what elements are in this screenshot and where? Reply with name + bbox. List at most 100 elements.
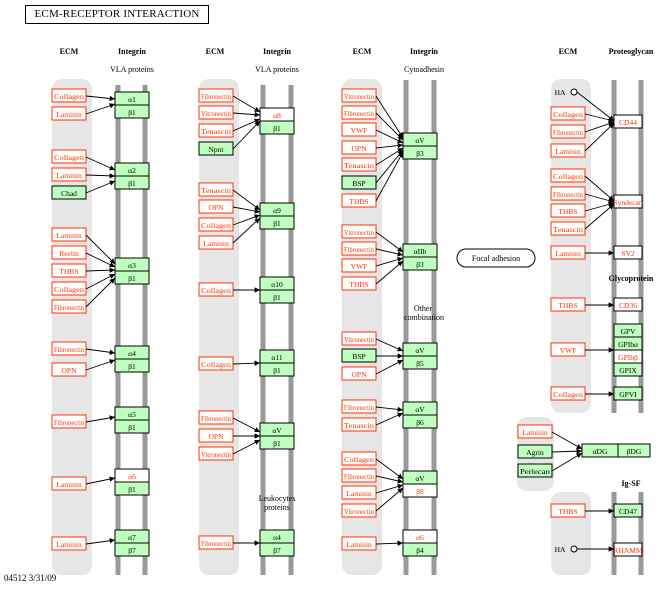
interaction-arrow — [551, 431, 583, 450]
ligand-tenascin-box[interactable] — [198, 123, 234, 138]
receptor-box[interactable] — [613, 503, 643, 518]
ligand-opn-box[interactable] — [198, 199, 234, 214]
receptor-box[interactable] — [114, 542, 150, 557]
ligand-fibronectin-box[interactable] — [198, 88, 234, 103]
receptor-box[interactable] — [259, 542, 295, 557]
ligand-vitronectin-box[interactable] — [341, 88, 377, 103]
ligand-opn-box[interactable] — [51, 362, 87, 377]
ligand-vitronectin-box[interactable] — [198, 105, 234, 120]
ligand-opn-box[interactable] — [198, 428, 234, 443]
ligand-collagen-box[interactable] — [550, 106, 586, 121]
interaction-arrow — [85, 277, 116, 308]
receptor-box[interactable] — [259, 435, 295, 450]
receptor-box[interactable] — [402, 483, 438, 498]
ligand-laminin-box[interactable] — [550, 245, 586, 260]
ligand-reelin-box[interactable] — [51, 245, 87, 260]
receptor-box[interactable] — [402, 414, 438, 429]
ligand-fibronectin-box[interactable] — [198, 535, 234, 550]
ligand-collagen-box[interactable] — [550, 386, 586, 401]
ligand-laminin-box[interactable] — [51, 227, 87, 242]
ligand-vitronectin-box[interactable] — [341, 224, 377, 239]
ligand-agrin-box[interactable] — [517, 444, 553, 459]
ligand-collagen-label: Collagen — [201, 360, 231, 369]
receptor-box[interactable] — [402, 256, 438, 271]
receptor-box[interactable] — [402, 355, 438, 370]
receptor-b1-label: β1 — [273, 366, 281, 375]
receptor-box[interactable] — [259, 289, 295, 304]
ligand-fibronectin-box[interactable] — [550, 124, 586, 139]
ligand-laminin-box[interactable] — [51, 536, 87, 551]
interaction-arrow — [375, 540, 404, 546]
ligand-collagen-box[interactable] — [198, 282, 234, 297]
receptor-box[interactable] — [402, 542, 438, 557]
ligand-collagen-box[interactable] — [198, 217, 234, 232]
receptor-box[interactable] — [613, 386, 643, 401]
ligand-fibronectin-box[interactable] — [550, 186, 586, 201]
receptor-a7-label: α7 — [128, 533, 136, 542]
ligand-fibronectin-box[interactable] — [51, 414, 87, 429]
focal-adhesion-link[interactable] — [456, 248, 536, 268]
receptor-box[interactable] — [613, 194, 643, 209]
ligand-tenascin-label: Tenascin — [344, 421, 374, 430]
ligand-bsp-box[interactable] — [341, 348, 377, 363]
ligand-thbs-box[interactable] — [550, 503, 586, 518]
ligand-chad-box[interactable] — [51, 185, 87, 200]
ligand-collagen-box[interactable] — [51, 149, 87, 164]
ligand-laminin-box[interactable] — [51, 476, 87, 491]
interaction-arrow — [85, 103, 116, 115]
receptor-box[interactable] — [613, 245, 643, 260]
ligand-collagen-box[interactable] — [51, 88, 87, 103]
receptor-box[interactable] — [114, 175, 150, 190]
ligand-collagen-box[interactable] — [550, 168, 586, 183]
ligand-vwf-box[interactable] — [341, 258, 377, 273]
receptor-box[interactable] — [613, 362, 643, 377]
ligand-fibronectin-box[interactable] — [341, 241, 377, 256]
group-label: VLA proteins — [110, 65, 154, 74]
ligand-thbs-box[interactable] — [550, 297, 586, 312]
ligand-fibronectin-box[interactable] — [198, 410, 234, 425]
ligand-fibronectin-box[interactable] — [341, 105, 377, 120]
membrane-bar — [611, 492, 617, 575]
receptor-box[interactable] — [114, 419, 150, 434]
receptor-box[interactable] — [114, 270, 150, 285]
receptor-box[interactable] — [613, 297, 643, 312]
ligand-laminin-label: Laminin — [203, 239, 229, 248]
receptor-bdg-box[interactable] — [617, 443, 651, 458]
interaction-arrow — [375, 475, 404, 484]
ligand-vitronectin-box[interactable] — [341, 331, 377, 346]
ligand-tenascin-box[interactable] — [341, 417, 377, 432]
ligand-opn-box[interactable] — [341, 140, 377, 155]
interaction-arrow — [375, 142, 404, 149]
ligand-thbs-box[interactable] — [550, 203, 586, 218]
ligand-vwf-box[interactable] — [341, 122, 377, 137]
receptor-box[interactable] — [114, 358, 150, 373]
ligand-fibronectin-box[interactable] — [341, 399, 377, 414]
ligand-thbs-box[interactable] — [51, 263, 87, 278]
ligand-collagen-box[interactable] — [341, 451, 377, 466]
receptor-b1-label: β1 — [128, 423, 136, 432]
ligand-fibronectin-box[interactable] — [341, 468, 377, 483]
ligand-tenascin-box[interactable] — [198, 182, 234, 197]
ligand-laminin-box[interactable] — [51, 167, 87, 182]
receptor-box[interactable] — [613, 114, 643, 129]
ligand-collagen-box[interactable] — [198, 356, 234, 371]
ligand-vitronectin-label: Vitronectin — [344, 335, 374, 344]
ligand-laminin-box[interactable] — [341, 536, 377, 551]
ligand-vwf-label: VWF — [351, 262, 368, 271]
interaction-arrow — [375, 256, 404, 267]
ligand-vwf-box[interactable] — [550, 342, 586, 357]
receptor-a2-label: α2 — [128, 166, 136, 175]
receptor-box[interactable] — [114, 481, 150, 496]
receptor-aV-label: αV — [415, 136, 425, 145]
ligand-reelin-label: Reelin — [59, 249, 79, 258]
receptor-box[interactable] — [259, 215, 295, 230]
ligand-laminin-box[interactable] — [51, 106, 87, 121]
ligand-laminin-box[interactable] — [341, 485, 377, 500]
ligand-fibronectin-box[interactable] — [51, 341, 87, 356]
receptor-box[interactable] — [114, 104, 150, 119]
ligand-laminin-box[interactable] — [517, 424, 553, 439]
receptor-box[interactable] — [613, 542, 643, 557]
receptor-box[interactable] — [259, 120, 295, 135]
receptor-box[interactable] — [259, 362, 295, 377]
